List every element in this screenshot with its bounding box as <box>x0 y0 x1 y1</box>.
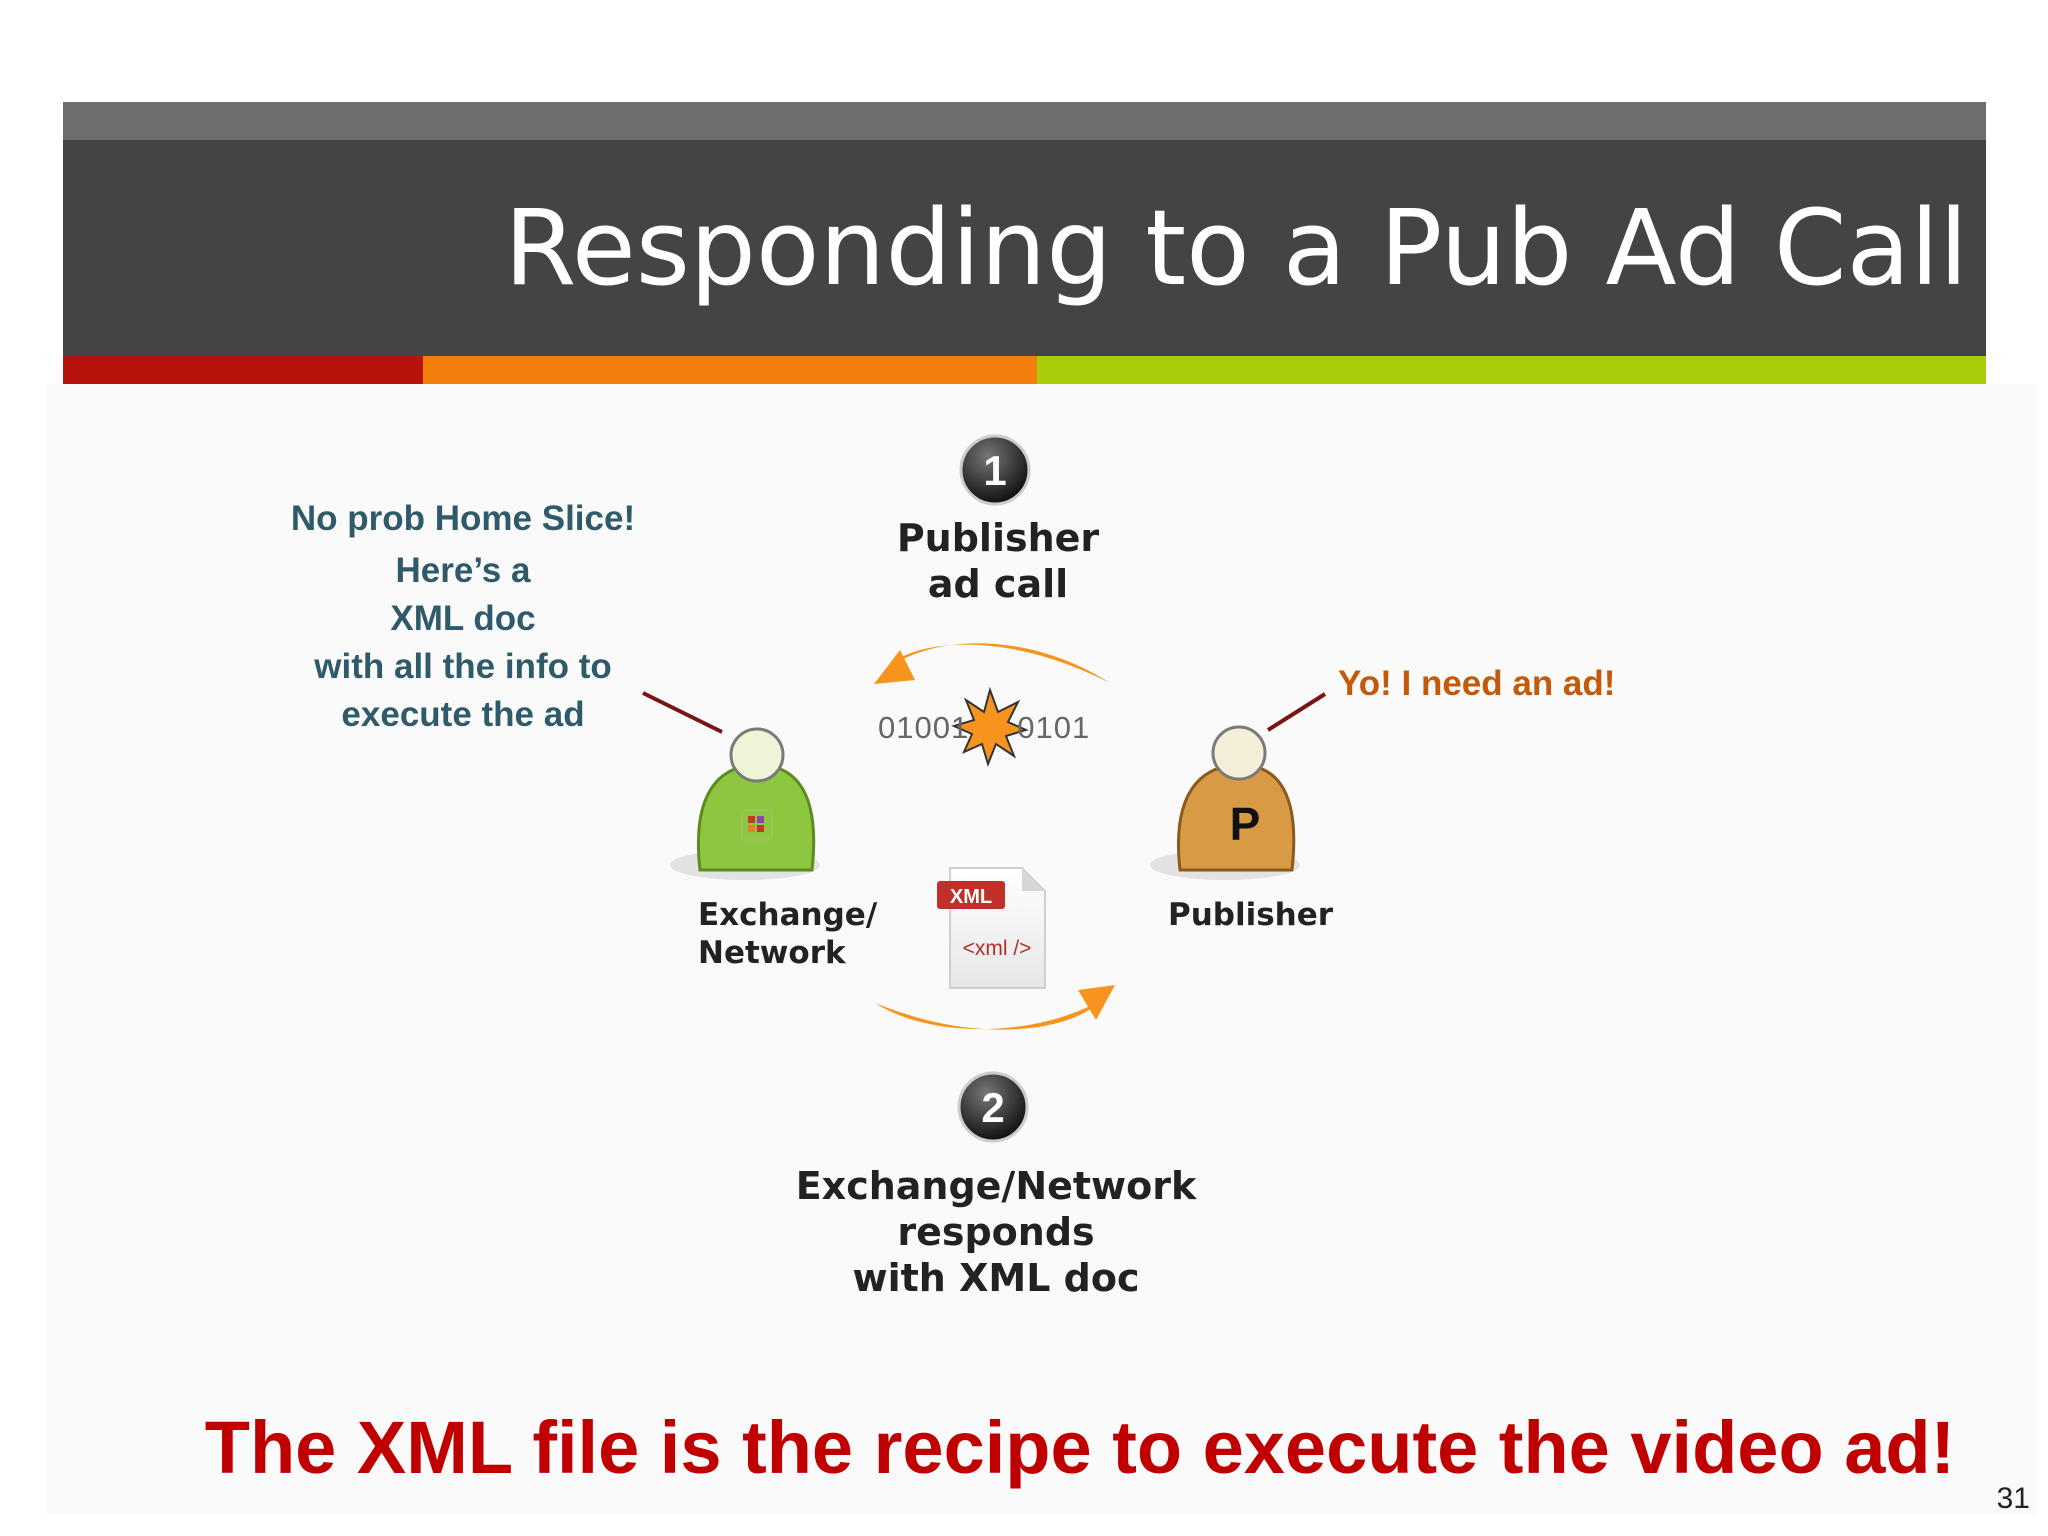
exchange-speech-line: Here’s a <box>395 551 531 590</box>
exchange-speech-line: XML doc <box>390 599 536 638</box>
footer-statement: The XML file is the recipe to execute th… <box>204 1406 1956 1489</box>
publisher-speech-pointer <box>1266 692 1327 732</box>
exchange-label-line: Exchange/ <box>698 897 878 933</box>
xml-badge-bg <box>937 881 1005 909</box>
step-1-badge: 1 <box>959 434 1031 506</box>
slide-number: 31 <box>1996 1482 2030 1515</box>
step-2-number: 2 <box>981 1084 1004 1131</box>
accent-stripe-orange <box>423 356 1037 384</box>
bottom-arrow <box>875 985 1115 1030</box>
exchange-person-icon <box>670 727 820 880</box>
xml-badge: XML <box>950 886 992 908</box>
exchange-speech-line: No prob Home Slice! <box>290 499 636 538</box>
burst-icon <box>951 686 1029 768</box>
accent-stripe-green <box>1037 356 1986 384</box>
bottom-arrow-head <box>1078 985 1115 1020</box>
exchange-speech-line: execute the ad <box>341 695 585 734</box>
publisher-label: Publisher <box>1168 897 1334 933</box>
exchange-speech-line: with all the info to <box>314 647 612 686</box>
exchange-speech-pointer <box>642 691 723 734</box>
header-bar <box>63 140 1986 356</box>
step-2-badge: 2 <box>957 1071 1029 1143</box>
top-arrow-head <box>874 650 915 684</box>
step-1-label: Publisher ad call <box>850 515 1146 607</box>
step-2-label-line: responds <box>897 1210 1095 1254</box>
step-1-label-line: ad call <box>927 562 1069 606</box>
step-2-label-line: Exchange/Network <box>795 1164 1197 1208</box>
step-1-number: 1 <box>983 447 1006 494</box>
publisher-person-icon: P <box>1150 725 1300 880</box>
top-arrow <box>874 643 1110 684</box>
exchange-label-line: Network <box>698 935 846 971</box>
accent-stripe-red <box>63 356 423 384</box>
xml-tag: <xml /> <box>963 937 1032 960</box>
xml-file-icon: XML <xml /> <box>937 867 1046 989</box>
exchange-speech: No prob Home Slice! Here’s a XML doc wit… <box>263 495 663 739</box>
publisher-badge: P <box>1230 798 1261 850</box>
publisher-speech: Yo! I need an ad! <box>1338 664 1616 703</box>
exchange-label: Exchange/ Network <box>698 896 877 972</box>
step-2-label: Exchange/Network responds with XML doc <box>780 1163 1212 1301</box>
step-2-label-line: with XML doc <box>852 1256 1140 1300</box>
slide-title: Responding to a Pub Ad Call <box>504 187 1968 309</box>
step-1-label-line: Publisher <box>896 516 1100 560</box>
bit-stream: 01001 0101 <box>878 710 1091 745</box>
header-top-band <box>63 102 1986 140</box>
exchange-logo-icon <box>741 809 773 841</box>
